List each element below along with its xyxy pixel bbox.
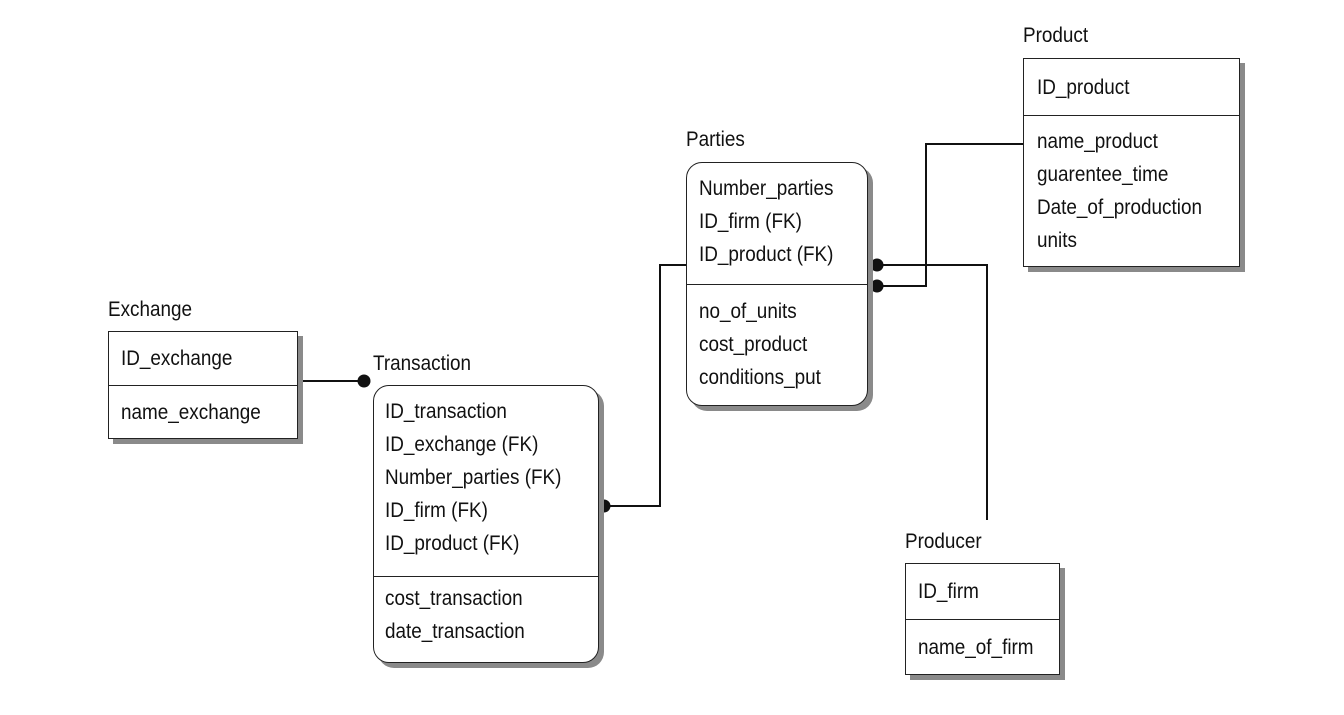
entity-transaction-attribute: date_transaction xyxy=(385,620,525,643)
entity-product-key: ID_product xyxy=(1037,76,1130,99)
entity-product-attribute: Date_of_production xyxy=(1037,196,1202,219)
entity-exchange-attribute: name_exchange xyxy=(121,401,261,424)
entity-product[interactable]: ID_product name_product guarentee_time D… xyxy=(1023,58,1240,267)
entity-transaction-key: Number_parties (FK) xyxy=(385,466,562,489)
entity-parties-key: ID_firm (FK) xyxy=(699,210,802,233)
entity-product-attribute-section: name_product guarentee_time Date_of_prod… xyxy=(1024,116,1239,257)
entity-title-exchange: Exchange xyxy=(108,298,193,321)
entity-transaction-attribute-section: cost_transaction date_transaction xyxy=(374,577,598,648)
entity-title-producer: Producer xyxy=(905,530,982,553)
relationship-dot-parties-producer xyxy=(870,258,884,272)
entity-producer-attribute: name_of_firm xyxy=(918,636,1034,659)
entity-parties[interactable]: Number_parties ID_firm (FK) ID_product (… xyxy=(686,162,868,406)
entity-exchange-attribute-section: name_exchange xyxy=(109,386,297,429)
relationship-dot-transaction-exchange xyxy=(357,374,371,388)
entity-transaction-key: ID_product (FK) xyxy=(385,532,520,555)
entity-product-key-section: ID_product xyxy=(1024,59,1239,116)
entity-producer-key: ID_firm xyxy=(918,580,979,603)
entity-transaction-attribute: cost_transaction xyxy=(385,587,523,610)
entity-transaction-key: ID_exchange (FK) xyxy=(385,433,539,456)
entity-exchange-key-section: ID_exchange xyxy=(109,332,297,386)
relationship-dot-transaction-parties xyxy=(597,499,611,513)
entity-title-parties: Parties xyxy=(686,128,745,151)
relationship-producer-parties xyxy=(883,264,988,520)
entity-parties-attribute: cost_product xyxy=(699,333,808,356)
entity-parties-attribute-section: no_of_units cost_product conditions_put xyxy=(687,285,867,394)
relationship-parties-transaction xyxy=(610,264,686,507)
entity-exchange[interactable]: ID_exchange name_exchange xyxy=(108,331,298,439)
entity-product-attribute: guarentee_time xyxy=(1037,163,1169,186)
entity-parties-key: ID_product (FK) xyxy=(699,243,834,266)
entity-exchange-key: ID_exchange xyxy=(121,347,233,370)
entity-transaction-key: ID_transaction xyxy=(385,400,507,423)
entity-transaction[interactable]: ID_transaction ID_exchange (FK) Number_p… xyxy=(373,385,599,663)
relationship-dot-parties-product xyxy=(870,279,884,293)
entity-product-attribute: name_product xyxy=(1037,130,1158,153)
entity-parties-attribute: no_of_units xyxy=(699,300,797,323)
entity-parties-key: Number_parties xyxy=(699,177,834,200)
entity-producer-attribute-section: name_of_firm xyxy=(906,620,1059,664)
entity-transaction-key-section: ID_transaction ID_exchange (FK) Number_p… xyxy=(374,386,598,577)
entity-producer-key-section: ID_firm xyxy=(906,564,1059,620)
entity-producer[interactable]: ID_firm name_of_firm xyxy=(905,563,1060,675)
entity-title-transaction: Transaction xyxy=(373,352,472,375)
entity-title-product: Product xyxy=(1023,24,1089,47)
entity-product-attribute: units xyxy=(1037,229,1077,252)
relationship-product-parties xyxy=(883,143,1023,287)
entity-transaction-key: ID_firm (FK) xyxy=(385,499,488,522)
entity-parties-key-section: Number_parties ID_firm (FK) ID_product (… xyxy=(687,163,867,285)
entity-parties-attribute: conditions_put xyxy=(699,366,821,389)
